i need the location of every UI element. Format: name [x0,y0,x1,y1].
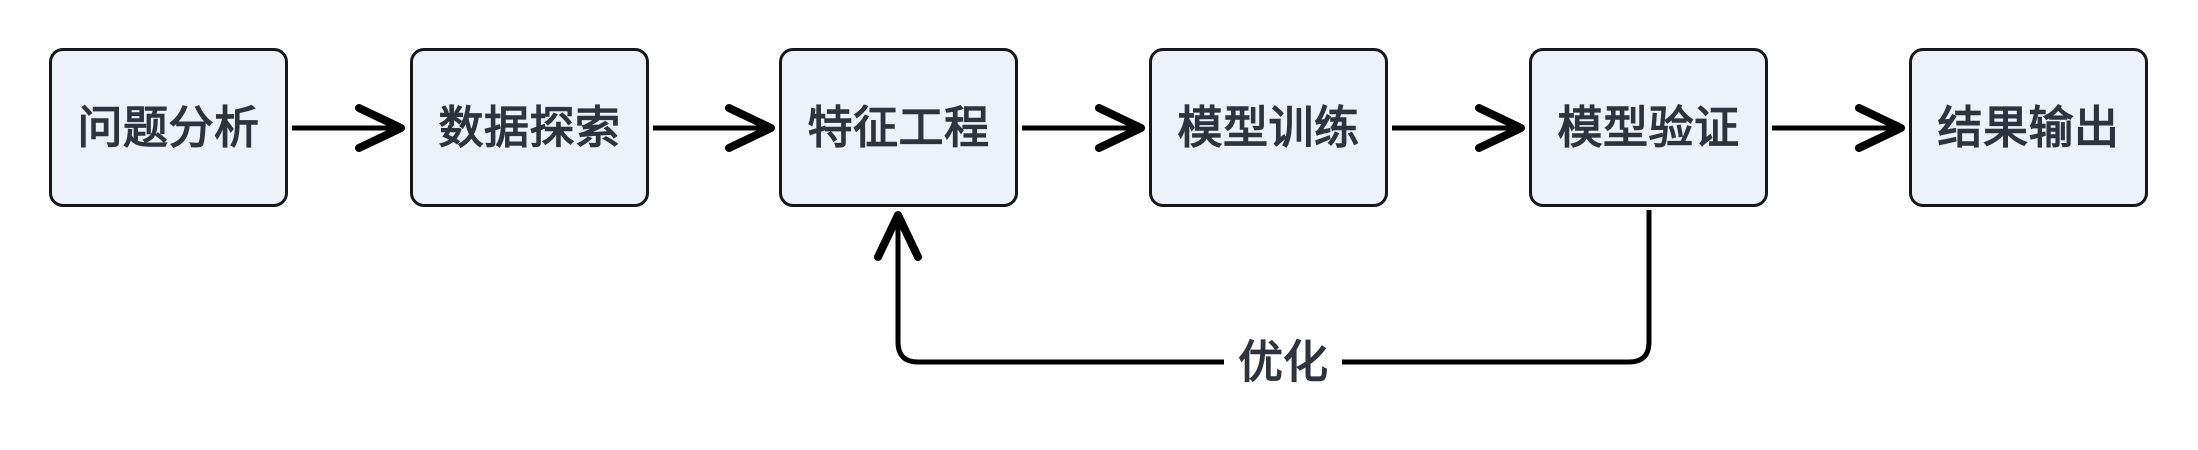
node-problem-analysis[interactable]: 问题分析 [49,48,288,207]
node-feature-engineering[interactable]: 特征工程 [779,48,1018,207]
node-result-output[interactable]: 结果输出 [1909,48,2148,207]
node-model-validation[interactable]: 模型验证 [1529,48,1768,207]
node-label: 问题分析 [77,102,260,153]
node-model-training[interactable]: 模型训练 [1149,48,1388,207]
node-label: 数据探索 [438,102,621,153]
node-label: 模型验证 [1557,102,1740,153]
node-label: 结果输出 [1937,102,2120,153]
node-label: 特征工程 [807,102,990,153]
node-label: 模型训练 [1177,102,1360,153]
edge-label-optimize: 优化 [1223,339,1343,385]
node-data-exploration[interactable]: 数据探索 [410,48,649,207]
